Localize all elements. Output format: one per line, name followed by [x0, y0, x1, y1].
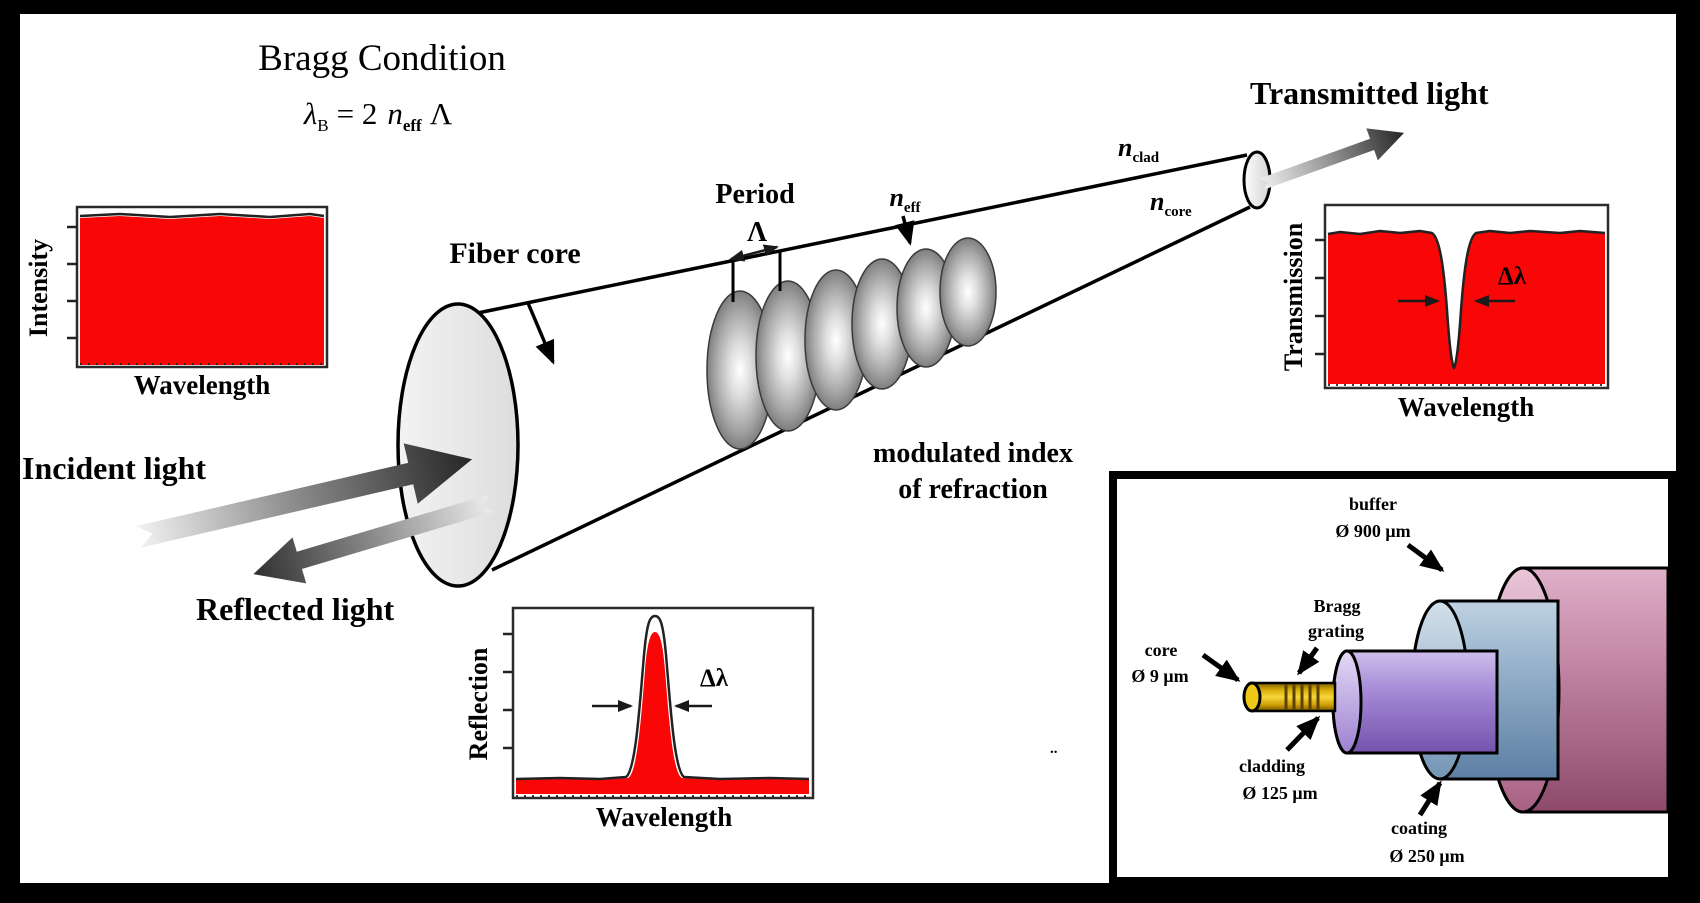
core-diameter-label: Ø 9 μm	[1131, 666, 1188, 686]
buffer-arrow	[1406, 542, 1445, 573]
n-clad-label: nclad	[1118, 133, 1160, 166]
bragg-grating-label-line1: Bragg	[1314, 596, 1361, 616]
spectrum-fill	[1328, 231, 1605, 384]
bragg-grating-arrow	[1296, 646, 1320, 676]
buffer-label: buffer	[1349, 494, 1397, 514]
core-end-face	[1242, 681, 1262, 713]
fiber-core-arrow	[526, 302, 555, 365]
y-axis-ticks	[67, 225, 77, 340]
reflected-light-arrow	[253, 494, 495, 584]
bragg-grating-label-line2: grating	[1308, 621, 1364, 641]
spectrum-line	[515, 614, 810, 781]
n-eff-label: neff	[889, 183, 921, 216]
incident-spectrum-chart: Intensity Wavelength	[24, 205, 329, 400]
fiber	[396, 150, 1272, 588]
fiber-top-edge	[467, 153, 1248, 317]
x-axis-label: Wavelength	[1398, 392, 1535, 422]
x-axis-label: Wavelength	[134, 370, 271, 400]
incident-light-arrow	[135, 443, 473, 548]
cladding-diameter-label: Ø 125 μm	[1242, 783, 1317, 803]
y-axis-label: Intensity	[24, 239, 53, 337]
bandwidth-label: Δλ	[700, 665, 729, 692]
y-axis-ticks	[1315, 238, 1325, 356]
bandwidth-label: Δλ	[1498, 263, 1527, 290]
buffer-diameter-label: Ø 900 μm	[1335, 521, 1410, 541]
n-core-label: ncore	[1150, 187, 1192, 220]
core-label: core	[1145, 640, 1178, 660]
y-axis-label: Transmission	[1279, 222, 1308, 371]
fiber-core-label: Fiber core	[449, 237, 580, 270]
modulated-index-label-line1: modulated index	[873, 438, 1073, 469]
cladding-arrow	[1285, 715, 1321, 752]
grating-disk	[939, 237, 997, 347]
transmitted-spectrum-chart: Δλ Transmission Wavelength	[1279, 203, 1610, 422]
grating-disks	[706, 237, 997, 450]
coating-diameter-label: Ø 250 μm	[1389, 846, 1464, 866]
modulated-index-label-line2: of refraction	[898, 474, 1048, 505]
period-symbol-label: Λ	[747, 217, 767, 248]
n-eff-arrow	[895, 215, 915, 246]
period-double-arrow	[729, 244, 779, 262]
spectrum-line	[79, 212, 325, 219]
y-axis-ticks	[503, 632, 513, 750]
x-axis-label: Wavelength	[596, 802, 733, 832]
y-axis-label: Reflection	[464, 647, 493, 760]
artifact-dots: ..	[1050, 741, 1058, 757]
reflected-light-label: Reflected light	[196, 591, 395, 627]
coating-label: coating	[1391, 818, 1447, 838]
fiber-construction-inset: buffer Ø 900 μm Bragg grating core Ø 9 μ…	[1109, 471, 1682, 893]
period-label: Period	[715, 179, 795, 210]
core-arrow	[1201, 652, 1241, 683]
spectrum-fill	[516, 632, 809, 794]
cladding-end-face	[1331, 649, 1363, 755]
transmitted-light-label: Transmitted light	[1250, 75, 1489, 111]
coating-arrow	[1417, 780, 1443, 817]
cladding-label: cladding	[1239, 756, 1305, 776]
incident-light-label: Incident light	[22, 450, 206, 486]
fiber-input-face	[396, 302, 520, 588]
core-grating-stripes	[1284, 684, 1320, 710]
spectrum-fill	[80, 216, 324, 365]
reflected-spectrum-chart: Δλ Reflection Wavelength	[464, 606, 815, 832]
period-marker	[729, 244, 782, 302]
page-title: Bragg Condition	[258, 38, 506, 79]
spectrum-line	[1327, 229, 1606, 370]
fiber-bottom-edge	[491, 205, 1251, 572]
transmitted-light-arrow	[1259, 128, 1405, 190]
fiber-3d-assembly	[1242, 566, 1668, 814]
